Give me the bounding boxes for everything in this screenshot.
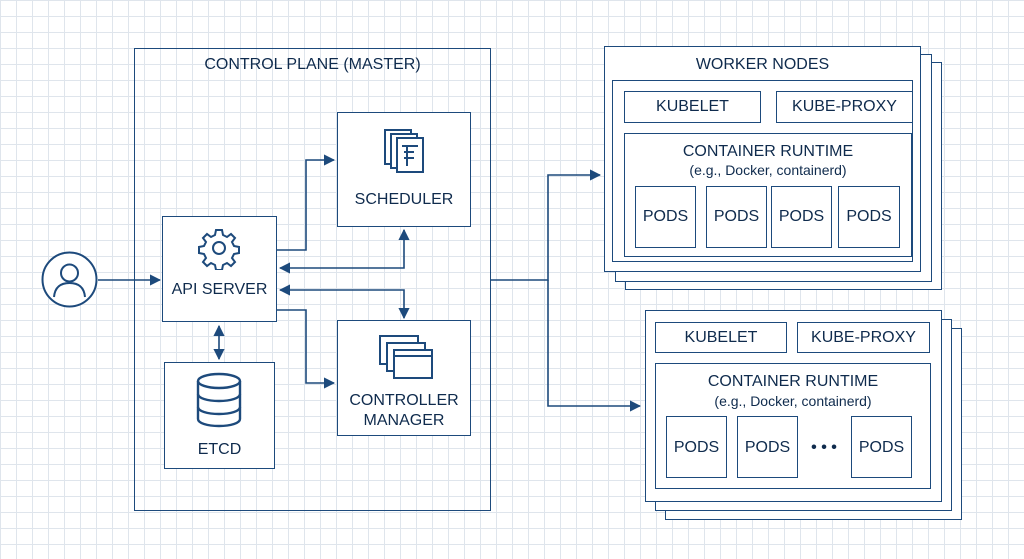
worker2-kubelet-label: KUBELET <box>684 329 758 346</box>
worker2-kube-proxy-label: KUBE-PROXY <box>811 329 916 346</box>
control-to-worker1-arrow <box>491 169 602 281</box>
control-plane-container <box>134 48 491 511</box>
worker1-runtime-title: CONTAINER RUNTIME <box>682 143 854 160</box>
api-to-controller-arrow <box>277 309 336 389</box>
worker1-kube-proxy-box[interactable] <box>776 91 913 123</box>
worker1-pod-1-label: PODS <box>642 208 689 225</box>
worker2-pod-3[interactable] <box>851 416 912 478</box>
worker2-runtime-title: CONTAINER RUNTIME <box>707 373 879 390</box>
gear-icon <box>197 226 241 271</box>
document-stack-icon <box>383 128 425 174</box>
user-icon[interactable] <box>41 251 98 308</box>
worker-nodes-title: WORKER NODES <box>695 56 830 73</box>
worker1-runtime-subtitle: (e.g., Docker, containerd) <box>689 162 847 178</box>
worker1-pod-4-label: PODS <box>846 208 892 225</box>
etcd-box[interactable] <box>164 362 275 469</box>
worker2-pod-1-label: PODS <box>673 439 720 456</box>
database-icon <box>194 372 244 428</box>
worker2-runtime-subtitle: (e.g., Docker, containerd) <box>714 393 872 409</box>
control-to-worker2-arrow <box>547 280 642 412</box>
worker2-kubelet-box[interactable] <box>655 322 787 353</box>
controller-manager-label-line1: CONTROLLER <box>349 392 459 409</box>
worker1-pod-3-label: PODS <box>778 208 825 225</box>
api-scheduler-bidirectional-arrow <box>278 228 410 274</box>
worker2-kube-proxy-box[interactable] <box>797 322 930 353</box>
worker1-pod-3[interactable] <box>771 186 832 248</box>
worker1-kube-proxy-label: KUBE-PROXY <box>792 98 897 115</box>
etcd-label: ETCD <box>197 441 242 458</box>
worker2-pod-2[interactable] <box>737 416 798 478</box>
worker1-pod-2-label: PODS <box>713 208 760 225</box>
worker1-pod-2[interactable] <box>706 186 767 248</box>
control-plane-title: CONTROL PLANE (MASTER) <box>204 56 421 73</box>
worker1-pod-4[interactable] <box>838 186 900 248</box>
worker2-pod-1[interactable] <box>666 416 727 478</box>
worker2-pod-3-label: PODS <box>858 439 905 456</box>
api-server-label: API SERVER <box>171 281 268 298</box>
worker1-kubelet-box[interactable] <box>624 91 761 123</box>
api-controller-bidirectional-arrow <box>278 284 410 320</box>
window-stack-icon <box>378 334 434 382</box>
worker2-pod-2-label: PODS <box>744 439 791 456</box>
scheduler-label: SCHEDULER <box>354 191 454 208</box>
controller-manager-label-line2: MANAGER <box>363 412 445 429</box>
worker1-kubelet-label: KUBELET <box>656 98 729 115</box>
worker1-pod-1[interactable] <box>635 186 696 248</box>
worker2-pods-ellipsis: • • • <box>811 439 837 456</box>
